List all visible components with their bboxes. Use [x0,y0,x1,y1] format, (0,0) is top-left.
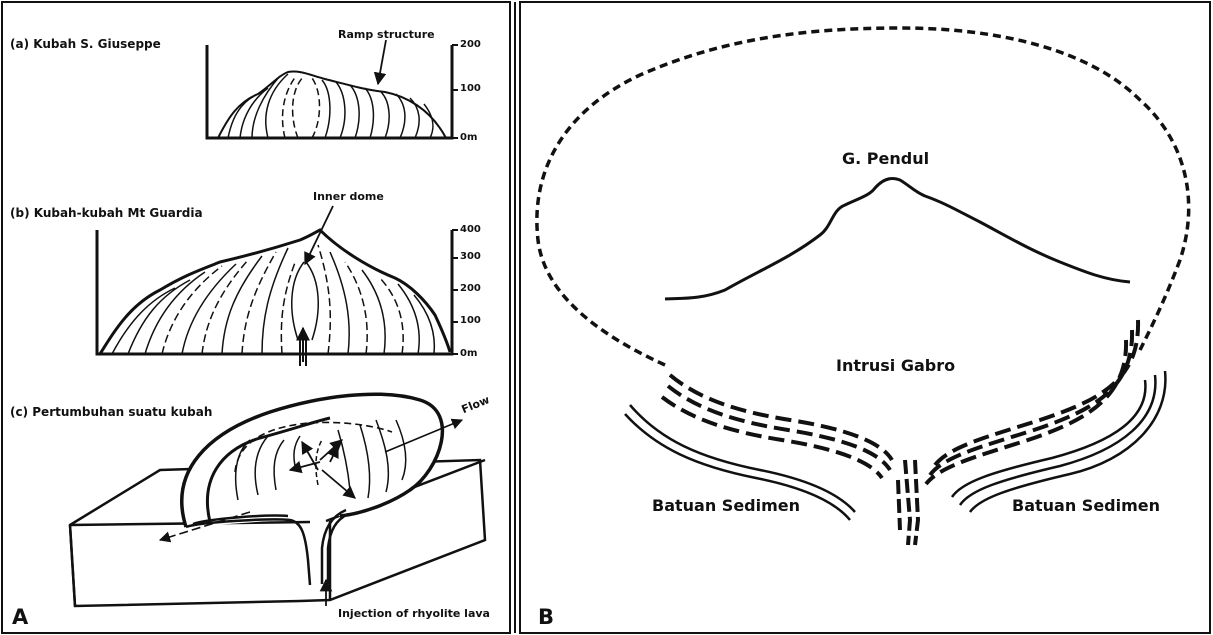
dome-a-diagram [207,40,458,138]
sediment-label-right: Batuan Sedimen [1012,498,1160,514]
pendul-diagram [537,28,1189,545]
dome-a-box [207,45,452,138]
dome-growth-diagram [70,394,485,606]
dome-b-tick-label: 300 [460,252,481,262]
ramp-structure-label: Ramp structure [338,29,435,40]
sediment-layers-right [952,371,1165,512]
feeder-arrow [300,328,306,366]
dome-b-flow-lines [112,245,434,354]
ramp-arrow [378,40,386,84]
dome-b-tick-label: 0m [460,349,477,359]
peak-label: G. Pendul [842,151,929,167]
dome-c-title: (c) Pertumbuhan suatu kubah [10,406,212,418]
feeder-dike [898,460,918,545]
dome-b-tick-label: 400 [460,225,481,235]
dome-b-tick-label: 100 [460,316,481,326]
intrusion-label: Intrusi Gabro [836,358,955,374]
intrusion-margin-right [926,320,1138,484]
dome-b-title: (b) Kubah-kubah Mt Guardia [10,207,203,219]
dome-a-tick-label: 200 [460,40,481,50]
mountain-profile [665,178,1130,299]
dome-a-tick-label: 0m [460,133,477,143]
panel-b-frame [520,2,1210,633]
dome-b-tick-label: 200 [460,284,481,294]
injection-label: Injection of rhyolite lava [338,608,490,619]
dome-a-tick-label: 100 [460,84,481,94]
dome-b-diagram [97,206,458,366]
dome-a-title: (a) Kubah S. Giuseppe [10,38,161,50]
inner-dome-label: Inner dome [313,191,384,202]
sediment-label-left: Batuan Sedimen [652,498,800,514]
dome-a-flow-lines [228,74,433,138]
panel-b-letter: B [538,607,554,628]
panel-a-letter: A [12,607,28,628]
